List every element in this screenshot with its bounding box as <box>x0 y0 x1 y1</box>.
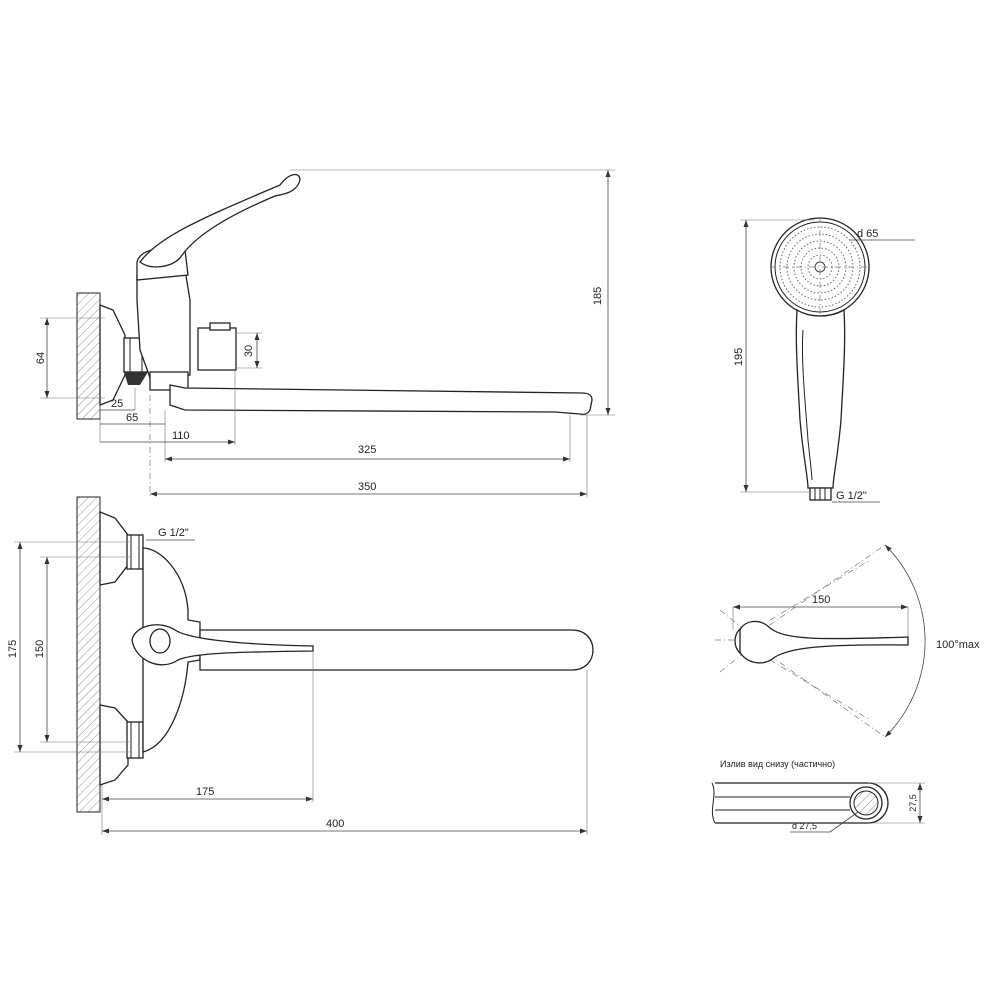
spout-bottom-outline <box>715 782 889 824</box>
wall-hatch <box>76 292 101 420</box>
spout-side <box>169 384 593 416</box>
side-view: 185 64 30 25 65 110 325 350 <box>35 169 615 497</box>
dim-64-label: 64 <box>35 352 47 364</box>
dim-65-label: 65 <box>126 412 138 424</box>
nut-shadow <box>124 372 148 385</box>
lever-handle <box>139 173 301 268</box>
mixer-body <box>136 269 191 379</box>
shower-handle <box>795 308 846 489</box>
dim-175-vertical-label: 175 <box>7 640 19 658</box>
hand-shower-view: d 65 195 G 1/2" <box>733 217 915 503</box>
spout-top <box>199 629 594 671</box>
rotation-angle-label: 100°max <box>936 639 980 651</box>
top-view: G 1/2" 175 150 175 400 <box>7 496 594 835</box>
dim-400-label: 400 <box>326 818 344 830</box>
spout-height-label: 27,5 <box>908 794 918 812</box>
diverter-block <box>197 327 237 371</box>
wall-flange <box>99 304 126 406</box>
dim-350-label: 350 <box>358 481 376 493</box>
spout-bottom-view: Излив вид снизу (частично) d 27,5 27,5 <box>711 759 925 833</box>
aerator-diameter-label: d 27,5 <box>792 821 817 831</box>
wall-hatch-top <box>76 496 101 813</box>
dim-110-label: 110 <box>172 430 190 442</box>
shower-diameter-label: d 65 <box>857 228 878 240</box>
shower-length-label: 195 <box>733 348 745 366</box>
dim-175-horizontal-label: 175 <box>196 786 214 798</box>
spout-rotation-view: 150 100°max <box>715 544 980 738</box>
shower-thread-label: G 1/2" <box>836 490 867 502</box>
thread-label-top: G 1/2" <box>158 527 189 539</box>
dim-150-vertical-label: 150 <box>34 640 46 658</box>
dim-25-label: 25 <box>111 398 123 410</box>
dim-325-label: 325 <box>358 444 376 456</box>
rotation-arc <box>884 544 926 738</box>
dim-30-label: 30 <box>243 345 255 357</box>
rotation-spout <box>739 620 909 664</box>
spout-bottom-caption: Излив вид снизу (частично) <box>720 759 835 769</box>
dim-185-label: 185 <box>592 287 604 305</box>
rotation-length-label: 150 <box>812 594 830 606</box>
spout-collar <box>149 371 189 391</box>
